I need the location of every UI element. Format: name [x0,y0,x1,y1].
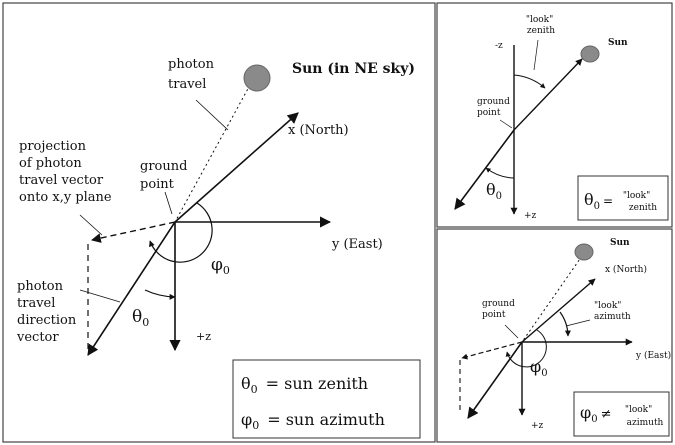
tr-z-label: +z [524,211,537,221]
tr-look-zenith-label: "look" zenith [526,15,556,36]
main-panel-frame [2,2,436,443]
x-axis-label: x (North) [288,123,349,138]
photon-travel-line [174,84,251,223]
bottom-right-panel: Sun x (North) ground point "look" azimut… [459,238,671,437]
br-legend-text: "look" azimuth [625,405,664,428]
br-photon-travel-line [521,255,583,343]
legend-azimuth: φ0= sun azimuth [241,410,385,432]
z-axis-label: +z [196,330,211,343]
x-axis-arrow [174,112,299,223]
br-ground-point-leader [504,324,519,339]
theta-angle-arc [144,289,176,300]
tr-look-zenith-arc [513,74,546,89]
sun-icon [243,64,271,92]
br-projection [461,341,523,360]
projection-label: projection of photon travel vector onto … [19,139,112,205]
br-x-axis-label: x (North) [605,264,647,275]
tr-theta-label: θ0 [486,180,502,202]
main-legend-box [232,359,421,439]
top-right-panel-frame [436,2,673,228]
tr-sun-label: Sun [608,38,628,48]
br-legend-symbol: φ0≠ [580,403,611,425]
projection-leader [79,214,103,236]
legend-zenith: θ0= sun zenith [241,374,368,396]
photon-travel-label: photon travel [168,57,218,92]
tr-legend-box [577,175,669,221]
br-ground-point-label: ground point [482,299,518,320]
ground-point-leader [164,191,173,215]
phi-label: φ0 [211,255,230,277]
phi-angle-arc [149,202,213,263]
br-z-label: +z [531,421,544,431]
br-legend-box [573,391,670,437]
br-sun-icon [574,243,594,261]
y-axis-label: y (East) [331,237,383,252]
theta-label: θ0 [132,307,149,329]
main-panel: photon travel Sun (in NE sky) x (North) … [16,57,421,439]
photon-travel-leader [195,99,229,131]
tr-theta-arc [485,167,515,179]
tr-zenith-leader [533,39,539,71]
tr-sun-ray [513,58,583,131]
bottom-right-panel-frame [436,228,673,443]
tr-photon-vector [454,129,515,210]
br-photon-vector [467,341,523,419]
br-phi-arc [505,329,547,368]
tr-ground-point-label: ground point [477,97,513,118]
direction-vector-label: photon travel direction vector [16,279,80,345]
br-y-axis-label: y (East) [635,350,671,361]
projection-vector [91,221,176,243]
br-x-axis [521,278,596,343]
top-right-panel: "look" zenith Sun -z ground point +z θ0 … [454,15,669,221]
tr-ground-point-leader [499,119,513,129]
sun-label: Sun (in NE sky) [292,61,415,77]
photon-direction-vector [87,221,176,356]
br-look-azimuth-leader [565,319,591,327]
tr-legend-symbol: θ0= [584,190,613,212]
tr-legend-text: "look" zenith [623,191,657,213]
tr-sun-icon [580,45,600,63]
br-sun-label: Sun [610,238,630,248]
br-look-azimuth-label: "look" azimuth [594,301,631,322]
br-look-azimuth-arc [559,311,571,337]
ground-point-label: ground point [140,159,192,192]
br-phi-label: φ0 [530,357,548,379]
tr-neg-z-label: -z [495,41,503,51]
direction-vector-leader [79,289,121,303]
